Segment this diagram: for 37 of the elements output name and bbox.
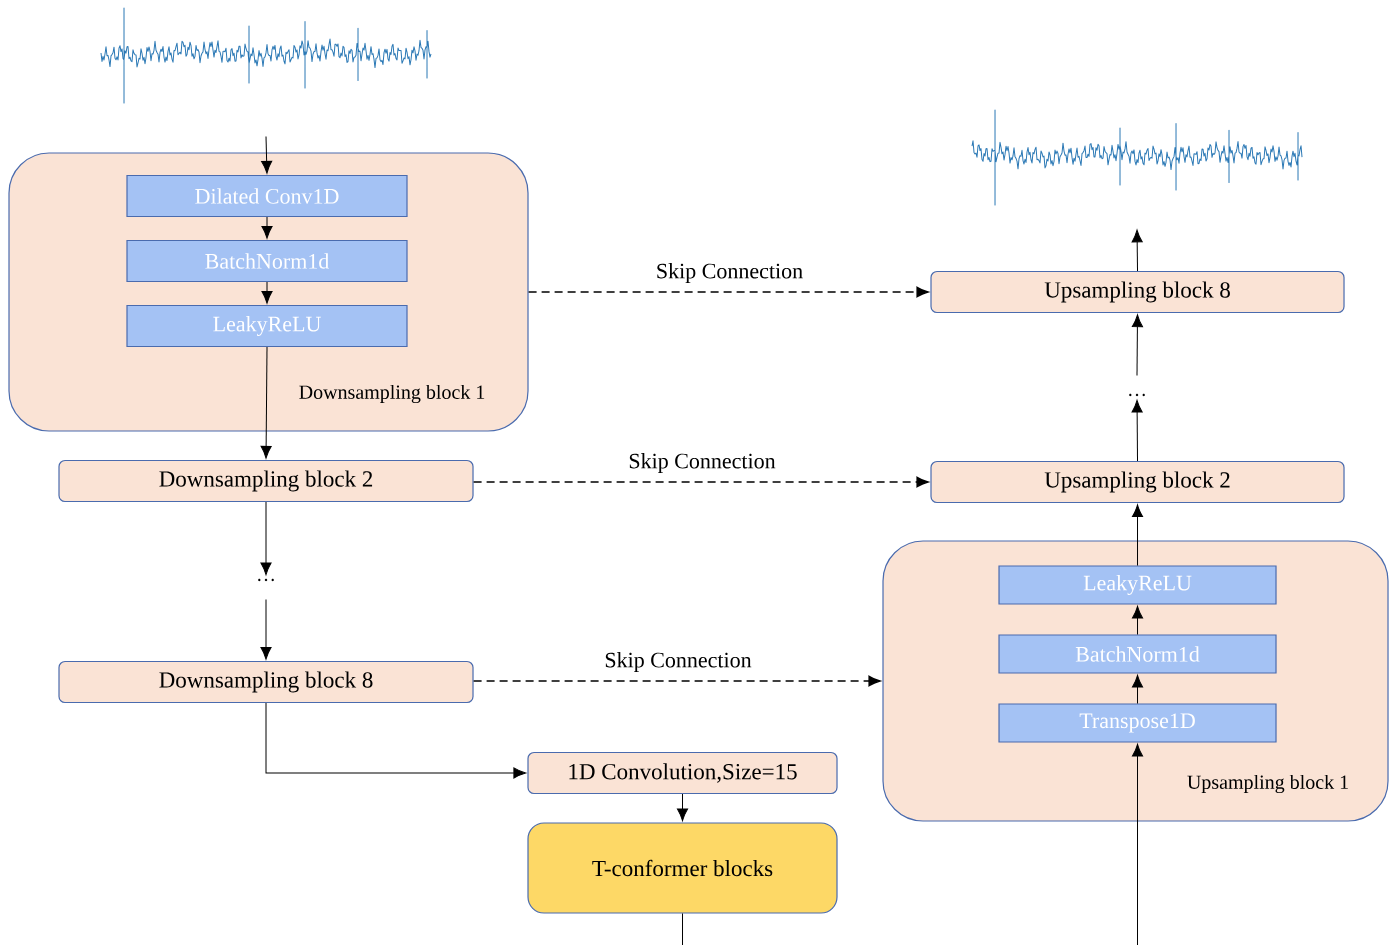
edge-label: Skip Connection bbox=[602, 650, 754, 674]
arrow bbox=[1131, 399, 1143, 462]
layer-box: LeakyReLU bbox=[126, 304, 408, 348]
arrow bbox=[261, 216, 273, 239]
waveform-drawing bbox=[971, 109, 1303, 206]
arrow bbox=[1131, 504, 1144, 566]
block-box: Downsampling block 8 bbox=[58, 660, 474, 704]
block-box: T-conformer blocks bbox=[527, 822, 838, 914]
arrow bbox=[1131, 605, 1144, 635]
edge-label: Skip Connection bbox=[653, 261, 806, 285]
ellipsis: … bbox=[258, 578, 274, 582]
layer-box: BatchNorm1d bbox=[998, 634, 1277, 674]
arrow bbox=[260, 346, 272, 459]
edge-label: Skip Connection bbox=[626, 451, 778, 475]
layer-box: Dilated Conv1D bbox=[126, 174, 408, 218]
arrow bbox=[676, 793, 689, 822]
waveform-drawing bbox=[100, 7, 432, 104]
arrow bbox=[260, 501, 272, 576]
arrow bbox=[472, 675, 881, 687]
block-box: Downsampling block 2 bbox=[58, 459, 474, 503]
arrow bbox=[260, 599, 272, 660]
block-box: 1D Convolution,Size=15 bbox=[527, 751, 838, 795]
arrow bbox=[1131, 743, 1144, 945]
arrow bbox=[1131, 314, 1143, 376]
block-box: Upsampling block 2 bbox=[930, 460, 1345, 504]
arrow bbox=[1131, 674, 1144, 704]
layer-box: BatchNorm1d bbox=[126, 239, 408, 283]
arrow bbox=[527, 286, 929, 298]
ellipsis: … bbox=[1129, 393, 1145, 397]
block-box: Upsampling block 8 bbox=[930, 270, 1345, 314]
layer-box: Transpose1D bbox=[998, 703, 1277, 743]
arrow bbox=[1131, 229, 1143, 272]
arrow bbox=[265, 702, 527, 779]
arrow bbox=[261, 135, 273, 174]
arrow bbox=[261, 281, 273, 304]
layer-box: LeakyReLU bbox=[998, 565, 1277, 605]
arrow bbox=[472, 476, 929, 488]
